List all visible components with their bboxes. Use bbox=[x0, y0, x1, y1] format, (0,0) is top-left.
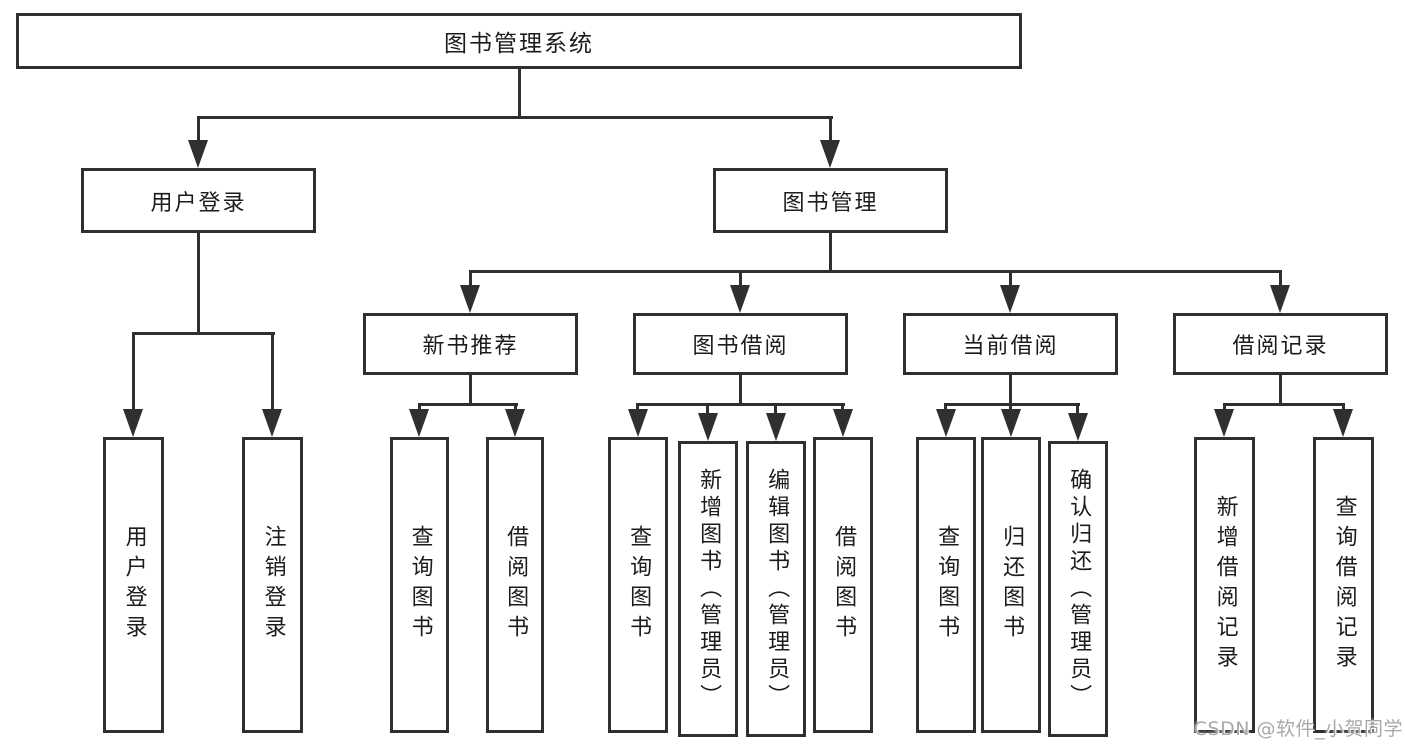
leaf-label: 归还图书 bbox=[999, 525, 1025, 645]
node-label: 新书推荐 bbox=[422, 334, 519, 359]
connector-to-new-book-recommendation bbox=[469, 270, 472, 287]
connector-to-leaf-return-books bbox=[1009, 403, 1012, 411]
node-label: 图书借阅 bbox=[692, 334, 789, 359]
arrowhead-leaf-return-books bbox=[1001, 409, 1021, 437]
leaf-edit-books-admin: 编辑图书（管理员） bbox=[746, 441, 806, 737]
connector-to-leaf-borrow-books-2 bbox=[841, 403, 844, 411]
arrowhead-leaf-query-books-3 bbox=[936, 409, 956, 437]
connector-to-book-borrowing bbox=[739, 270, 742, 287]
arrowhead-book-management bbox=[820, 140, 840, 168]
connector-book-management-crossbar bbox=[469, 270, 1282, 273]
connector-new-book-rec-stem bbox=[469, 375, 472, 406]
node-current-borrowing: 当前借阅 bbox=[903, 313, 1118, 375]
connector-to-leaf-query-books-1 bbox=[418, 403, 421, 411]
connector-to-leaf-add-record bbox=[1223, 403, 1226, 411]
connector-to-leaf-add-books bbox=[706, 403, 709, 415]
connector-borrowing-records-crossbar bbox=[1223, 403, 1345, 406]
connector-to-leaf-logout bbox=[271, 332, 274, 411]
node-label: 当前借阅 bbox=[962, 334, 1059, 359]
connector-to-leaf-query-books-2 bbox=[636, 403, 639, 411]
node-new-book-recommendation: 新书推荐 bbox=[363, 313, 578, 375]
node-label: 借阅记录 bbox=[1232, 334, 1329, 359]
leaf-label: 查询图书 bbox=[407, 525, 433, 645]
arrowhead-leaf-user-login bbox=[123, 409, 143, 437]
arrowhead-leaf-confirm-return bbox=[1068, 413, 1088, 441]
leaf-query-books-2: 查询图书 bbox=[608, 437, 668, 733]
node-book-management: 图书管理 bbox=[713, 168, 948, 233]
connector-to-leaf-user-login bbox=[132, 332, 135, 411]
connector-to-borrowing-records bbox=[1279, 270, 1282, 287]
arrowhead-leaf-query-books-2 bbox=[628, 409, 648, 437]
connector-book-borrowing-crossbar bbox=[636, 403, 845, 406]
connector-book-management-stem bbox=[829, 233, 832, 273]
node-library-management-system: 图书管理系统 bbox=[16, 13, 1022, 69]
leaf-label: 查询图书 bbox=[934, 525, 960, 645]
leaf-label: 查询借阅记录 bbox=[1331, 495, 1357, 675]
arrowhead-book-borrowing bbox=[730, 285, 750, 313]
connector-to-leaf-borrow-books-1 bbox=[514, 403, 517, 411]
connector-root-stem bbox=[518, 68, 521, 118]
arrowhead-leaf-add-record bbox=[1214, 409, 1234, 437]
arrowhead-leaf-add-books bbox=[698, 413, 718, 441]
connector-root-crossbar bbox=[197, 116, 833, 119]
arrowhead-borrowing-records bbox=[1270, 285, 1290, 313]
node-book-borrowing: 图书借阅 bbox=[633, 313, 848, 375]
leaf-add-books-admin: 新增图书（管理员） bbox=[678, 441, 738, 737]
leaf-confirm-return-admin: 确认归还（管理员） bbox=[1048, 441, 1108, 737]
connector-new-book-rec-crossbar bbox=[418, 403, 518, 406]
arrowhead-leaf-borrow-books-1 bbox=[505, 409, 525, 437]
leaf-query-books-3: 查询图书 bbox=[916, 437, 976, 733]
connector-to-leaf-edit-books bbox=[774, 403, 777, 415]
node-label: 图书管理 bbox=[782, 190, 879, 216]
csdn-watermark: CSDN @软件_小贺同学 bbox=[1193, 718, 1403, 740]
node-user-login: 用户登录 bbox=[81, 168, 316, 233]
connector-current-borrowing-crossbar bbox=[944, 403, 1080, 406]
leaf-user-login: 用户登录 bbox=[103, 437, 164, 733]
arrowhead-leaf-edit-books bbox=[766, 413, 786, 441]
connector-to-book-management bbox=[829, 116, 832, 142]
connector-borrowing-records-stem bbox=[1279, 375, 1282, 406]
leaf-label: 查询图书 bbox=[626, 525, 652, 645]
arrowhead-leaf-query-books-1 bbox=[409, 409, 429, 437]
leaf-query-books-1: 查询图书 bbox=[390, 437, 449, 733]
leaf-label: 借阅图书 bbox=[503, 525, 529, 645]
leaf-logout: 注销登录 bbox=[242, 437, 303, 733]
leaf-label: 新增借阅记录 bbox=[1212, 495, 1238, 675]
connector-to-leaf-query-record bbox=[1342, 403, 1345, 411]
node-borrowing-records: 借阅记录 bbox=[1173, 313, 1388, 375]
connector-user-login-stem bbox=[197, 233, 200, 335]
arrowhead-current-borrowing bbox=[1000, 285, 1020, 313]
node-label: 用户登录 bbox=[150, 190, 247, 216]
leaf-add-borrow-record: 新增借阅记录 bbox=[1194, 437, 1255, 733]
leaf-label: 注销登录 bbox=[260, 525, 286, 645]
connector-to-leaf-query-books-3 bbox=[944, 403, 947, 411]
arrowhead-new-book-recommendation bbox=[460, 285, 480, 313]
leaf-label: 借阅图书 bbox=[831, 525, 857, 645]
leaf-borrow-books-2: 借阅图书 bbox=[813, 437, 873, 733]
connector-to-current-borrowing bbox=[1009, 270, 1012, 287]
leaf-borrow-books-1: 借阅图书 bbox=[486, 437, 544, 733]
arrowhead-leaf-logout bbox=[262, 409, 282, 437]
leaf-label: 编辑图书（管理员） bbox=[764, 467, 790, 711]
leaf-label: 用户登录 bbox=[121, 525, 147, 645]
connector-to-user-login bbox=[197, 116, 200, 142]
arrowhead-user-login bbox=[188, 140, 208, 168]
arrowhead-leaf-borrow-books-2 bbox=[833, 409, 853, 437]
connector-current-borrowing-stem bbox=[1009, 375, 1012, 406]
connector-user-login-crossbar bbox=[132, 332, 275, 335]
leaf-query-borrow-record: 查询借阅记录 bbox=[1313, 437, 1374, 733]
leaf-label: 确认归还（管理员） bbox=[1066, 467, 1092, 711]
leaf-return-books: 归还图书 bbox=[981, 437, 1041, 733]
node-label: 图书管理系统 bbox=[444, 31, 594, 57]
leaf-label: 新增图书（管理员） bbox=[696, 467, 722, 711]
connector-to-leaf-confirm-return bbox=[1076, 403, 1079, 415]
connector-book-borrowing-stem bbox=[739, 375, 742, 406]
arrowhead-leaf-query-record bbox=[1333, 409, 1353, 437]
